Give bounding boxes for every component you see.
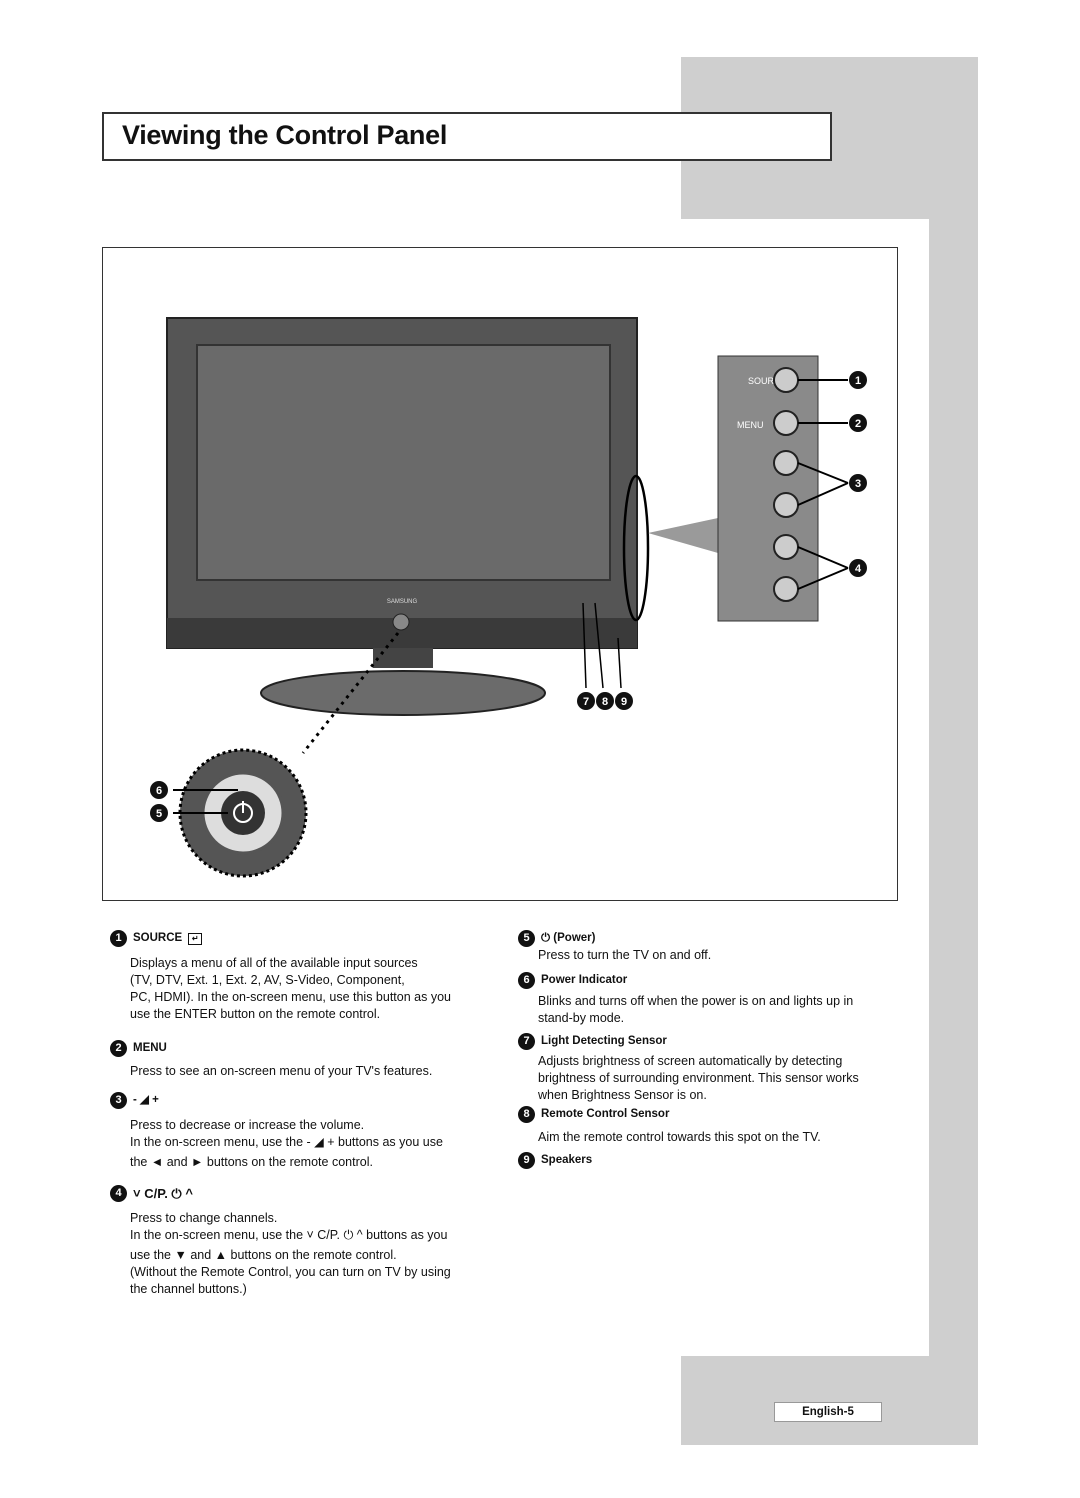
callout-7: 7 bbox=[583, 696, 589, 708]
tv-illustration: SAMSUNG SOURCE MENU 1 2 3 4 7 8 bbox=[150, 317, 867, 878]
item-light-sensor: 7 Light Detecting Sensor Adjusts brightne… bbox=[518, 1033, 898, 1104]
item-line: when Brightness Sensor is on. bbox=[538, 1088, 707, 1102]
item-number: 3 bbox=[110, 1092, 127, 1109]
item-line: Blinks and turns off when the power is o… bbox=[538, 994, 854, 1008]
panel-button-vol-up bbox=[773, 450, 799, 476]
page-number: English-5 bbox=[774, 1402, 882, 1422]
item-line: Displays a menu of all of the available … bbox=[130, 956, 418, 970]
panel-button-vol-down bbox=[773, 492, 799, 518]
item-line: use the ENTER button on the remote contr… bbox=[130, 1007, 381, 1021]
item-line: (Without the Remote Control, you can tur… bbox=[130, 1265, 451, 1279]
item-label: Power Indicator bbox=[541, 974, 628, 986]
item-label: SOURCE bbox=[133, 932, 183, 944]
power-icon: ⏻ (Power) bbox=[541, 932, 596, 944]
item-channel: 4 ˅ C/P. ⏻ ^ Press to change channels. In… bbox=[110, 1185, 490, 1298]
callout-5: 5 bbox=[156, 808, 162, 820]
panel-button-ch-down bbox=[773, 576, 799, 602]
item-line: the channel buttons.) bbox=[130, 1282, 247, 1296]
item-label: MENU bbox=[133, 1042, 167, 1054]
item-number: 6 bbox=[518, 972, 535, 989]
channel-icon: ˅ C/P. ⏻ ^ bbox=[133, 1186, 193, 1201]
panel-button-ch-up bbox=[773, 534, 799, 560]
callout-3: 3 bbox=[855, 478, 861, 490]
item-line: Aim the remote control towards this spot… bbox=[538, 1130, 821, 1144]
item-number: 4 bbox=[110, 1185, 127, 1202]
item-power: 5 ⏻ (Power) Press to turn the TV on and o… bbox=[518, 930, 898, 964]
item-number: 8 bbox=[518, 1106, 535, 1123]
panel-button-menu bbox=[773, 410, 799, 436]
gray-tab-bottom bbox=[681, 1356, 978, 1445]
brand-logo: SAMSUNG bbox=[387, 599, 418, 605]
enter-icon: ↵ bbox=[188, 932, 203, 945]
volume-icon: - ◢ + bbox=[133, 1094, 159, 1106]
tv-stand bbox=[260, 670, 546, 716]
item-line: (TV, DTV, Ext. 1, Ext. 2, AV, S-Video, C… bbox=[130, 973, 405, 987]
callout-1: 1 bbox=[855, 375, 861, 387]
item-line: Press to decrease or increase the volume… bbox=[130, 1118, 365, 1132]
item-menu: 2 MENU Press to see an on-screen menu of … bbox=[110, 1040, 480, 1080]
item-line: Adjusts brightness of screen automatical… bbox=[538, 1054, 843, 1068]
item-line: the ◄ and ► buttons on the remote contro… bbox=[130, 1155, 373, 1169]
callout-9: 9 bbox=[621, 696, 627, 708]
panel-menu-label: MENU bbox=[737, 420, 764, 430]
item-line: In the on-screen menu, use the ˅ C/P. ⏻ … bbox=[130, 1228, 448, 1242]
control-panel-figure: SAMSUNG SOURCE MENU 1 2 3 4 7 8 bbox=[102, 247, 898, 901]
panel-button-source bbox=[773, 367, 799, 393]
item-line: brightness of surrounding environment. T… bbox=[538, 1071, 859, 1085]
item-label: Remote Control Sensor bbox=[541, 1108, 670, 1120]
callout-6: 6 bbox=[156, 785, 162, 797]
item-line: Press to change channels. bbox=[130, 1211, 278, 1225]
item-line: PC, HDMI). In the on-screen menu, use th… bbox=[130, 990, 451, 1004]
item-line: use the ▼ and ▲ buttons on the remote co… bbox=[130, 1248, 397, 1262]
item-line: Press to see an on-screen menu of your T… bbox=[130, 1064, 433, 1078]
item-label: Light Detecting Sensor bbox=[541, 1035, 667, 1047]
gray-side-column bbox=[929, 57, 978, 1445]
item-speakers: 9 Speakers bbox=[518, 1152, 898, 1169]
side-control-panel bbox=[717, 355, 819, 622]
page-title: Viewing the Control Panel bbox=[122, 120, 448, 150]
item-volume: 3 - ◢ + Press to decrease or increase the… bbox=[110, 1092, 490, 1171]
item-source: 1 SOURCE ↵ Displays a menu of all of the a… bbox=[110, 930, 480, 1023]
item-number: 9 bbox=[518, 1152, 535, 1169]
callout-8: 8 bbox=[602, 696, 608, 708]
item-number: 1 bbox=[110, 930, 127, 947]
title-box: Viewing the Control Panel bbox=[102, 112, 832, 161]
item-power-indicator: 6 Power Indicator Blinks and turns off wh… bbox=[518, 972, 898, 1027]
item-line: Press to turn the TV on and off. bbox=[538, 948, 712, 962]
item-number: 2 bbox=[110, 1040, 127, 1057]
item-line: stand-by mode. bbox=[538, 1011, 625, 1025]
side-highlight bbox=[622, 474, 650, 622]
item-number: 5 bbox=[518, 930, 535, 947]
callout-2: 2 bbox=[855, 418, 861, 430]
callout-4: 4 bbox=[855, 563, 862, 575]
item-remote-sensor: 8 Remote Control Sensor Aim the remote co… bbox=[518, 1106, 898, 1146]
item-label: Speakers bbox=[541, 1154, 593, 1166]
panel-source-label: SOURCE bbox=[748, 376, 787, 386]
item-number: 7 bbox=[518, 1033, 535, 1050]
item-line: In the on-screen menu, use the - ◢ + but… bbox=[130, 1135, 443, 1149]
tv-screen bbox=[196, 344, 611, 581]
